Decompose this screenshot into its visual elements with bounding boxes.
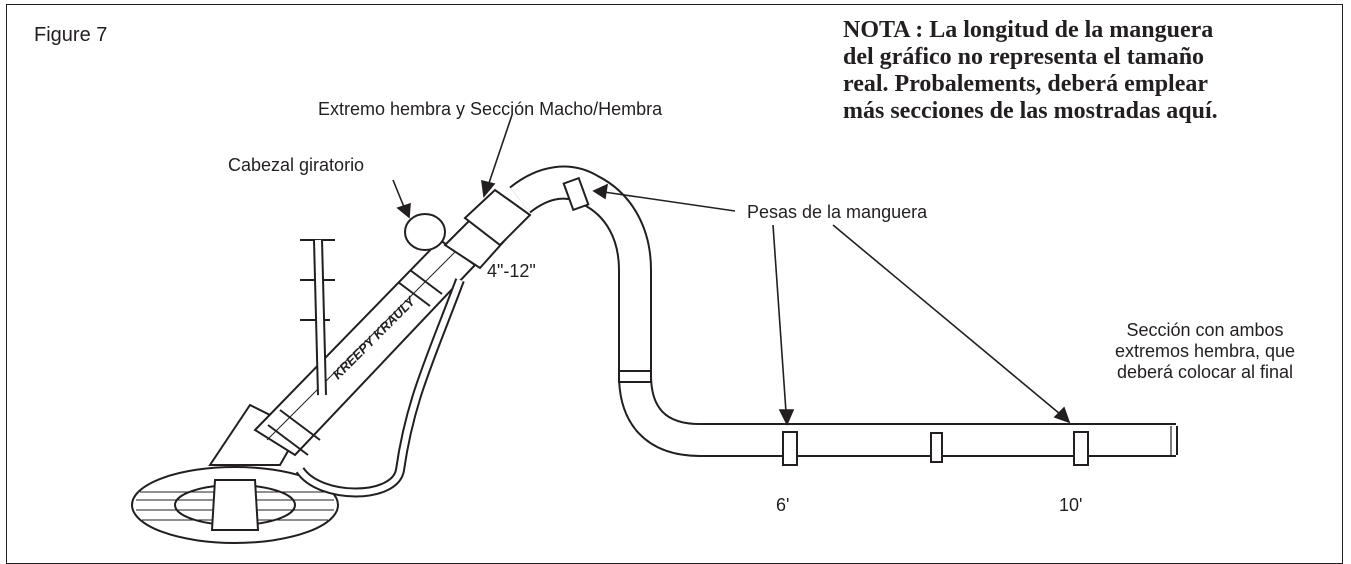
caption-line: Sección con ambos bbox=[1126, 320, 1284, 340]
note-line: real. Probalements, deberá emplear bbox=[843, 71, 1209, 97]
leader-arrows bbox=[392, 114, 1071, 426]
label-distance-short: 4"-12" bbox=[487, 261, 536, 281]
note-line: NOTA : La longitud de la manguera bbox=[843, 17, 1214, 43]
weight-10ft bbox=[1073, 431, 1089, 466]
cleaner-foot bbox=[210, 479, 260, 531]
figure-label: Figure 7 bbox=[34, 24, 108, 46]
note-text: NOTA : La longitud de la manguera del gr… bbox=[843, 17, 1333, 125]
weight-2 bbox=[618, 370, 652, 383]
female-connector bbox=[463, 188, 532, 247]
arrow-6ft bbox=[772, 224, 787, 413]
hose-weights bbox=[562, 176, 1089, 466]
caption-line: deberá colocar al final bbox=[1116, 362, 1294, 382]
label-both-female: Sección con ambos extremos hembra, que d… bbox=[1080, 320, 1330, 383]
label-6ft: 6' bbox=[776, 495, 790, 515]
arrow-swivel-head bbox=[392, 179, 405, 208]
caption-line: extremos hembra, que bbox=[1114, 341, 1296, 361]
weight-6ft bbox=[782, 431, 798, 466]
label-10ft: 10' bbox=[1059, 495, 1083, 515]
arrow-weight-1 bbox=[603, 191, 736, 212]
label-swivel-head: Cabezal giratorio bbox=[228, 155, 365, 175]
weight-1 bbox=[562, 176, 590, 212]
note-line: más secciones de las mostradas aquí. bbox=[843, 98, 1218, 124]
connector-mid bbox=[930, 432, 943, 463]
swivel-head bbox=[404, 213, 446, 251]
label-hose-weights: Pesas de la manguera bbox=[747, 202, 928, 222]
arrow-female-end bbox=[487, 114, 513, 187]
note-line: del gráfico no representa el tamaño bbox=[843, 44, 1205, 70]
arrow-10ft bbox=[832, 224, 1061, 415]
label-female-end: Extremo hembra y Sección Macho/Hembra bbox=[318, 99, 663, 119]
pool-cleaner-diagram: KREEPY KRAULY bbox=[131, 114, 1178, 544]
cleaner bbox=[131, 188, 532, 544]
